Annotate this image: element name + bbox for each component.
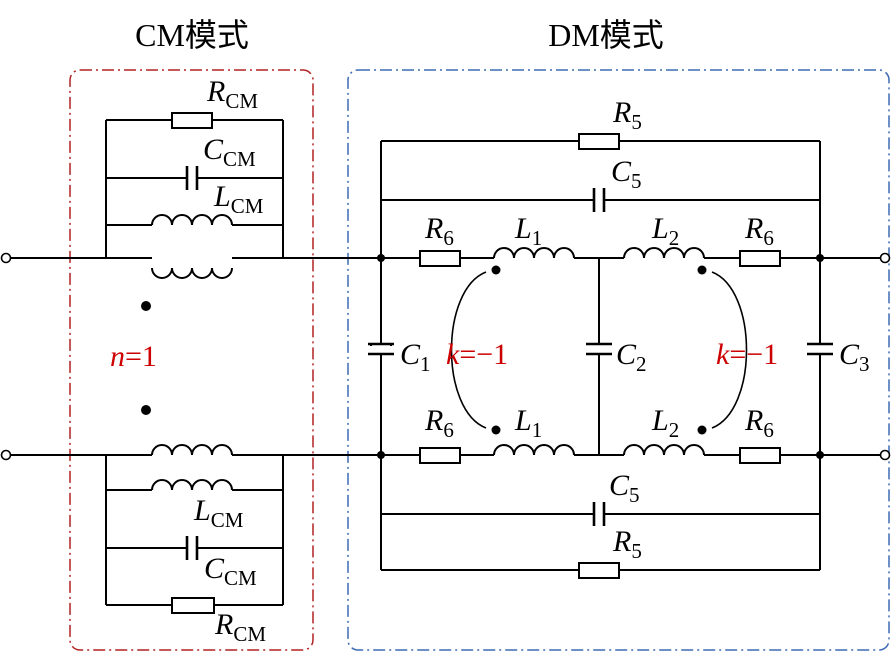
dm-mode-frame — [347, 69, 890, 651]
dm-r6-top-left — [419, 250, 461, 267]
label-dm-r6-bottom-left: R6 — [424, 404, 454, 442]
dm-mode-title: DM模式 — [548, 17, 664, 53]
dm-l2-top — [623, 247, 705, 259]
dm-dot-l1-top — [491, 265, 501, 275]
terminal-bottom-right — [879, 449, 891, 461]
dm-r6-bottom-left — [419, 447, 461, 464]
label-dm-l2-bottom: L2 — [651, 404, 679, 442]
label-dm-l2-top: L2 — [651, 212, 679, 250]
label-dm-r6-top-left: R6 — [424, 212, 454, 250]
label-dm-c1: C1 — [400, 338, 431, 376]
terminal-bottom-left — [0, 449, 12, 461]
label-dm-c5-top: C5 — [611, 155, 642, 193]
cm-dot-top — [141, 301, 151, 311]
label-dm-r6-bottom-right: R6 — [744, 404, 774, 442]
label-dm-r6-top-right: R6 — [744, 212, 774, 250]
cm-bottom-network — [105, 444, 284, 614]
label-dm-c5-bottom: C5 — [609, 469, 640, 507]
cm-main-coil-top — [151, 267, 233, 279]
terminal-top-right — [879, 252, 891, 264]
dm-l1-bottom — [493, 444, 575, 456]
dm-network — [368, 133, 833, 579]
dm-dot-l1-bottom — [491, 425, 501, 435]
label-cm-l-bottom: LCM — [193, 494, 244, 532]
cm-top-network — [105, 112, 284, 279]
cm-bottom-resistor — [171, 597, 215, 614]
dm-r5-bottom — [578, 562, 620, 579]
cm-bottom-inductor — [151, 479, 233, 491]
dm-r5-top — [578, 133, 620, 150]
cm-top-inductor — [151, 214, 233, 226]
label-cm-r-bottom: RCM — [214, 608, 266, 646]
cm-top-resistor — [171, 112, 213, 129]
cm-mode-frame — [69, 69, 314, 651]
label-cm-r-top: RCM — [206, 75, 258, 113]
dm-l2-bottom — [623, 444, 705, 456]
label-dm-r5-bottom: R5 — [612, 525, 642, 563]
label-dm-c2: C2 — [616, 338, 647, 376]
dm-coupling-arc-left — [450, 271, 487, 429]
label-cm-turns-ratio: n=1 — [110, 340, 157, 373]
cm-mode-title: CM模式 — [135, 17, 249, 53]
terminal-top-left — [0, 252, 12, 264]
label-cm-l-top: LCM — [213, 180, 264, 218]
dm-dot-l2-top — [697, 265, 707, 275]
label-dm-r5-top: R5 — [612, 96, 642, 134]
cm-main-coil-bottom — [151, 444, 233, 456]
dm-r6-top-right — [739, 250, 781, 267]
label-cm-c-top: CCM — [203, 133, 256, 171]
label-cm-c-bottom: CCM — [204, 552, 257, 590]
dm-r6-bottom-right — [739, 447, 781, 464]
label-dm-k-right: k=−1 — [716, 338, 778, 371]
label-dm-k-left: k=−1 — [446, 338, 508, 371]
cm-dot-bottom — [141, 405, 151, 415]
dm-dot-l2-bottom — [697, 425, 707, 435]
label-dm-c3: C3 — [839, 338, 870, 376]
label-dm-l1-bottom: L1 — [514, 404, 542, 442]
dm-coupling-arc-right — [711, 271, 748, 429]
label-dm-l1-top: L1 — [514, 212, 542, 250]
